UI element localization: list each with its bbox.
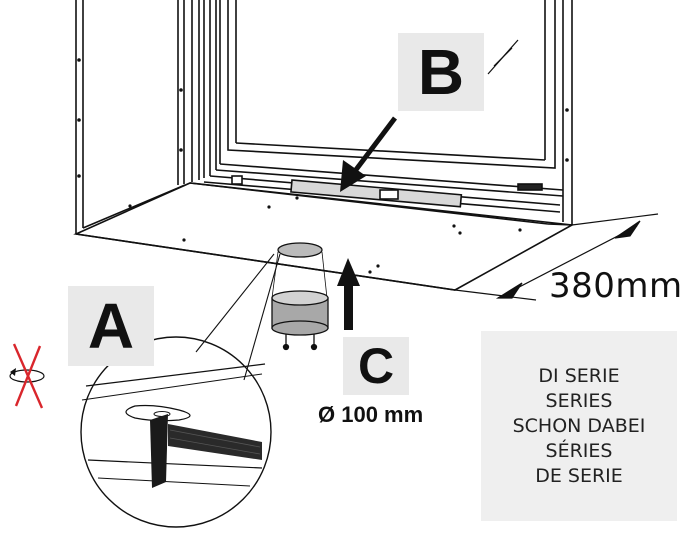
duct-opening (277, 242, 323, 258)
no-rotate-icon (9, 343, 45, 409)
label-b: B (398, 33, 484, 111)
dimension-label: 380mm (549, 266, 683, 306)
arrow-c-icon (337, 258, 360, 330)
stove-body (73, 0, 575, 291)
series-line-nl: DE SERIE (535, 464, 623, 487)
arrow-b-icon (340, 116, 397, 192)
series-line-en: SERIES (545, 389, 613, 412)
series-line-fr: SÉRIES (545, 439, 613, 462)
label-a: A (68, 286, 154, 366)
series-panel: DI SERIE SERIES SCHON DABEI SÉRIES DE SE… (481, 331, 677, 521)
tool-icon (150, 414, 262, 488)
detail-callout (80, 253, 281, 528)
diameter-label: Ø 100 mm (318, 402, 424, 427)
duct-connector (271, 251, 329, 351)
rivets (77, 58, 569, 274)
label-c: C (343, 337, 409, 395)
dimension-lines (454, 213, 659, 301)
series-line-it: DI SERIE (538, 364, 620, 387)
series-line-de: SCHON DABEI (512, 414, 646, 437)
